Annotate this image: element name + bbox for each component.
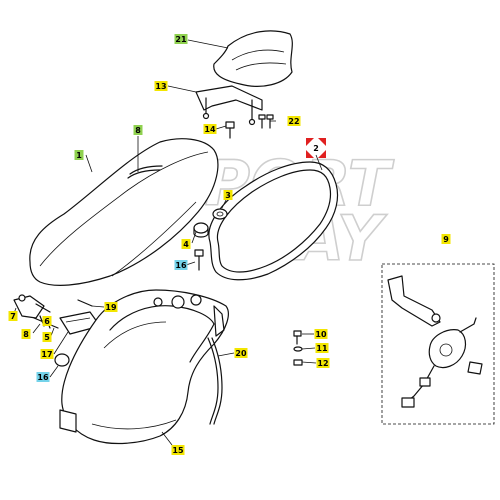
callout-number: 20	[235, 349, 247, 358]
badge-bg	[74, 150, 84, 160]
part-11-washer	[293, 346, 303, 352]
callout-number: 16	[175, 261, 187, 270]
callout-1: 1	[74, 150, 84, 160]
badge-bg	[234, 348, 248, 358]
badge-bg	[40, 349, 54, 359]
callout-number: 16	[37, 373, 49, 382]
part-16-bolt-upper	[194, 249, 204, 271]
part-16-plug-lower	[54, 353, 70, 367]
callout-12: 12	[316, 358, 330, 368]
badge-bg	[223, 190, 233, 200]
callout-number: 14	[204, 125, 216, 134]
badge-bg	[287, 116, 301, 126]
callout-21: 21	[174, 34, 188, 44]
part-12-nut	[293, 359, 303, 366]
badge-bg	[174, 34, 188, 44]
leader-lines	[12, 39, 323, 446]
callout-number: 21	[175, 35, 187, 44]
callout-8: 8	[133, 125, 143, 135]
callout-number: 2	[313, 144, 319, 153]
callout-5: 5	[42, 332, 52, 342]
part-4-stopper	[193, 222, 209, 238]
badge-bg	[133, 125, 143, 135]
marker-arrow	[318, 150, 326, 158]
callout-4: 4	[181, 239, 191, 249]
badge-bg	[316, 358, 330, 368]
callout-number: 5	[44, 333, 50, 342]
callout-2: 2	[306, 138, 326, 158]
part-22-screws	[258, 114, 274, 129]
callout-3: 3	[223, 190, 233, 200]
callout-number: 13	[155, 82, 166, 91]
callout-number: 7	[10, 312, 16, 321]
badge-bg	[104, 302, 118, 312]
callout-number: 8	[135, 126, 141, 135]
callout-number: 15	[172, 446, 184, 455]
callout-16: 16	[36, 372, 50, 382]
part-3-grommet	[212, 208, 228, 220]
callout-13: 13	[154, 81, 168, 91]
callout-22: 22	[287, 116, 301, 126]
badge-bg	[42, 332, 52, 342]
part-19-bolt	[77, 299, 93, 307]
callout-11: 11	[315, 343, 329, 353]
part-7-latch	[13, 294, 51, 319]
badge-bg	[21, 329, 31, 339]
part-21-seat-pad	[213, 30, 293, 87]
badge-bg	[154, 81, 168, 91]
callout-16: 16	[174, 260, 188, 270]
callout-number: 1	[76, 151, 82, 160]
callout-number: 17	[41, 350, 52, 359]
callout-number: 9	[443, 235, 449, 244]
callout-9: 9	[441, 234, 451, 244]
marker-arrow	[306, 150, 314, 158]
callout-8: 8	[21, 329, 31, 339]
part-15-storage-box	[59, 289, 229, 445]
callout-number: 6	[44, 317, 50, 326]
callout-6: 6	[42, 316, 52, 326]
callout-number: 11	[316, 344, 328, 353]
callout-17: 17	[40, 349, 54, 359]
badge-bg	[203, 124, 217, 134]
inset-lock-set	[381, 263, 495, 425]
part-1-seat	[29, 138, 219, 286]
part-20-hose	[207, 337, 223, 425]
callout-number: 3	[225, 191, 231, 200]
part-14-bolt	[225, 121, 235, 139]
badge-bg	[441, 234, 451, 244]
callout-15: 15	[171, 445, 185, 455]
badge-bg	[314, 329, 328, 339]
callout-10: 10	[314, 329, 328, 339]
badge-bg	[181, 239, 191, 249]
callout-number: 4	[183, 240, 189, 249]
badge-bg	[171, 445, 185, 455]
marker-arrow	[306, 138, 314, 146]
callout-19: 19	[104, 302, 118, 312]
part-10-bolt	[293, 330, 302, 345]
badge-bg	[36, 372, 50, 382]
part-2-seal-gasket	[208, 161, 339, 281]
callout-20: 20	[234, 348, 248, 358]
badge-bg	[42, 316, 52, 326]
callout-number: 22	[288, 117, 299, 126]
part-13-bracket	[195, 85, 263, 126]
callout-number: 10	[315, 330, 327, 339]
badge-bg	[311, 143, 321, 153]
callout-14: 14	[203, 124, 217, 134]
callout-7: 7	[8, 311, 18, 321]
callout-number: 12	[317, 359, 328, 368]
badge-bg	[315, 343, 329, 353]
badge-bg	[174, 260, 188, 270]
marker-arrow	[318, 138, 326, 146]
badge-bg	[8, 311, 18, 321]
callout-number: 8	[23, 330, 29, 339]
callout-number: 19	[105, 303, 117, 312]
